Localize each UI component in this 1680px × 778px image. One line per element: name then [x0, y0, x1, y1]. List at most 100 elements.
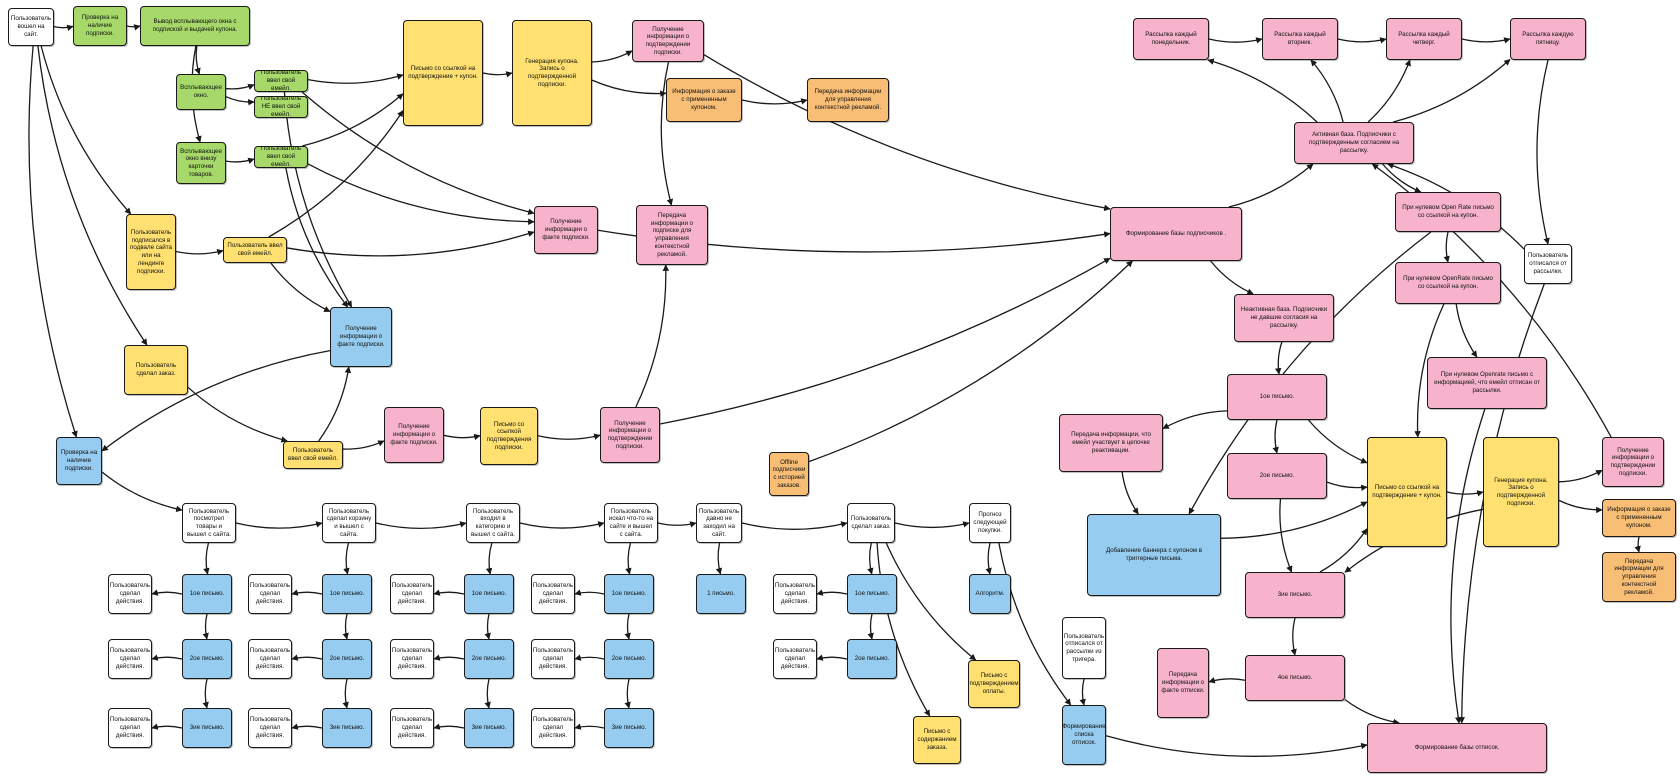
node-d3: 3ие письмо. — [604, 708, 654, 748]
node-t-e: Пользователь давно не заходил на сайт. — [696, 503, 742, 543]
node-recv1: Получение информации о подтверждении под… — [632, 20, 704, 62]
edge-t_e-to-t_f — [741, 521, 848, 530]
edge-f1-to-fd1 — [816, 589, 848, 596]
edge-visit-to-check1 — [53, 24, 74, 31]
node-or0-unsub: При нулевом Openrate письмо с информацие… — [1427, 357, 1547, 409]
node-fd1: Пользователь сделал действия. — [773, 574, 817, 614]
edge-c2-to-cd2 — [433, 654, 465, 661]
node-ltr3: 3ие письмо. — [1245, 572, 1345, 618]
edge-or0_unsub-to-form_unsub_base — [1450, 408, 1486, 724]
node-gen1: Генерация купона. Запись о подтвержденно… — [512, 20, 592, 126]
edge-t_e-to-e1 — [715, 542, 723, 575]
node-popup-out: Вывод всплывающего окна с подпиской и вы… — [140, 6, 250, 46]
edge-recv_confirm2-to-base — [659, 257, 1111, 425]
node-recv-fact-blue: Получение информации о факте подписки. — [330, 307, 392, 367]
edge-f2-to-fd2 — [816, 654, 848, 661]
edge-ltr2-to-letter3 — [1326, 481, 1368, 491]
edge-d1-to-d2 — [624, 613, 631, 640]
edge-c1-to-cd1 — [433, 589, 465, 596]
edge-t_f-to-pay_letter — [885, 542, 977, 661]
edge-inactive-to-ltr1 — [1274, 341, 1283, 375]
node-b2: 2ое письмо. — [322, 639, 372, 679]
edge-d2-to-dd2 — [574, 654, 605, 661]
edge-d3-to-dd3 — [574, 723, 605, 730]
node-b1: 1ое письмо. — [322, 574, 372, 614]
node-dd2: Пользователь сделал действия. — [531, 639, 575, 679]
node-inactive: Неактивная база. Подписчики не давшие со… — [1234, 294, 1334, 342]
node-d2: 2ое письмо. — [604, 639, 654, 679]
edge-t_f-to-f1 — [867, 542, 874, 575]
edge-t_d-to-d1 — [625, 542, 632, 575]
node-active: Активная база. Подписчики с подтвержденн… — [1294, 122, 1414, 164]
node-transfer2: Передача информации для управления конте… — [1602, 552, 1676, 602]
node-forecast: Прогноз следующей покупки. — [969, 503, 1011, 543]
node-em-no: Пользователь НЕ ввел свой емейл. — [254, 96, 308, 118]
edge-t_f-to-forecast — [894, 521, 970, 529]
node-ltr1: 1ое письмо. — [1227, 374, 1327, 420]
edge-gen2-to-recv2 — [1558, 469, 1603, 483]
node-check2: Проверка на наличие подписки. — [56, 437, 102, 485]
edge-thu-to-fri — [1461, 37, 1511, 44]
edge-em1-to-recv_fact — [301, 91, 535, 215]
node-visit: Пользователь вошел на сайт. — [8, 8, 54, 46]
edge-or0_coupon-to-or0_link — [1443, 231, 1450, 263]
edge-subscribed-to-em4 — [175, 248, 224, 256]
edge-d1-to-dd1 — [574, 589, 605, 596]
node-bd3: Пользователь сделал действия. — [248, 708, 292, 748]
node-letter1: Письмо со ссылкой на подтверждение + куп… — [403, 20, 483, 126]
edge-active-to-fri — [1393, 58, 1511, 123]
edge-visit-to-subscribed — [40, 45, 132, 215]
node-recv-fact2: Получение информации о факте подписки. — [384, 407, 444, 463]
edge-base-to-active — [1228, 163, 1314, 208]
edge-f1-to-f2 — [867, 613, 874, 640]
node-cd1: Пользователь сделал действия. — [390, 574, 434, 614]
node-base: Формирование базы подписчиков . — [1110, 207, 1242, 261]
edge-active-to-or0_coupon — [1382, 163, 1422, 193]
node-transfer-react: Передача информации, что емейл участвует… — [1059, 414, 1163, 472]
node-form-unsub-list: Формирование списка отписок. — [1062, 705, 1106, 765]
edge-or0_link-to-letter3 — [1414, 303, 1445, 438]
edge-em1-to-recv_fact_blue — [283, 91, 353, 308]
node-check1: Проверка на наличие подписки. — [73, 6, 127, 46]
edge-t_b-to-t_c — [375, 521, 467, 530]
node-gen2: Генерация купона. Запись о подтвержденно… — [1483, 437, 1559, 547]
edge-gen2-to-order_info2 — [1558, 499, 1603, 514]
edge-form_unsub_list-to-form_unsub_base — [1105, 735, 1368, 757]
edge-or0_coupon-to-banner — [1188, 231, 1432, 515]
edge-check1-to-popup_out — [126, 24, 141, 31]
edge-ltr1-to-ltr2 — [1272, 419, 1279, 454]
edge-forecast-to-form_unsub_list — [998, 542, 1072, 706]
edge-a3-to-ad3 — [151, 723, 183, 730]
node-unsub-trig: Пользователь отписался от рассылки из тр… — [1062, 617, 1106, 679]
edge-t_d-to-t_e — [657, 521, 697, 528]
edge-c3-to-cd3 — [433, 723, 465, 730]
node-order-info1: Информация о заказе с примененным купоно… — [666, 78, 742, 122]
node-em5: Пользователь ввел свой емейл. — [283, 441, 343, 469]
node-recv2: Получение информации о подтверждении под… — [1602, 437, 1664, 487]
edge-order_info1-to-transfer1 — [741, 98, 808, 105]
node-recv-fact: Получение информации о факте подписки. — [534, 206, 598, 254]
node-t-f: Пользователь сделал заказ. — [847, 503, 895, 543]
edge-forecast-to-algo — [985, 542, 992, 575]
edge-letter3-to-gen2 — [1446, 490, 1484, 497]
edge-visit-to-check2 — [28, 45, 78, 438]
edge-transfer_react-to-banner — [1121, 471, 1139, 515]
edge-t_a-to-t_b — [235, 521, 323, 529]
node-a1: 1ое письмо. — [182, 574, 232, 614]
node-em3: Пользователь ввел свой емейл. — [254, 146, 308, 168]
node-t-d: Пользователь искал что-то на сайте и выш… — [604, 503, 658, 543]
edge-offline1-to-base — [808, 260, 1133, 463]
node-c2: 2ое письмо. — [464, 639, 514, 679]
node-letter3: Письмо со ссылкой на подтверждение + куп… — [1367, 437, 1447, 547]
node-pay-letter: Письмо с подтверждением оплаты. — [968, 660, 1020, 708]
node-t-a: Пользователь посмотрел товары и вышел с … — [182, 503, 236, 543]
edge-active-to-mon — [1207, 58, 1318, 123]
edge-recv_confirm2-to-transfer_ctx — [635, 264, 670, 408]
edge-mon-to-tue — [1208, 37, 1263, 44]
edge-popup_card-to-em3 — [225, 157, 255, 164]
node-banner: Добавление баннера с купоном в триггерны… — [1087, 514, 1221, 596]
node-em4: Пользователь ввел свой емейл. — [223, 237, 287, 263]
node-b3: 3ие письмо. — [322, 708, 372, 748]
edge-popup_out-to-popup — [194, 45, 201, 75]
edge-ltr3-to-letter3 — [1319, 528, 1368, 573]
